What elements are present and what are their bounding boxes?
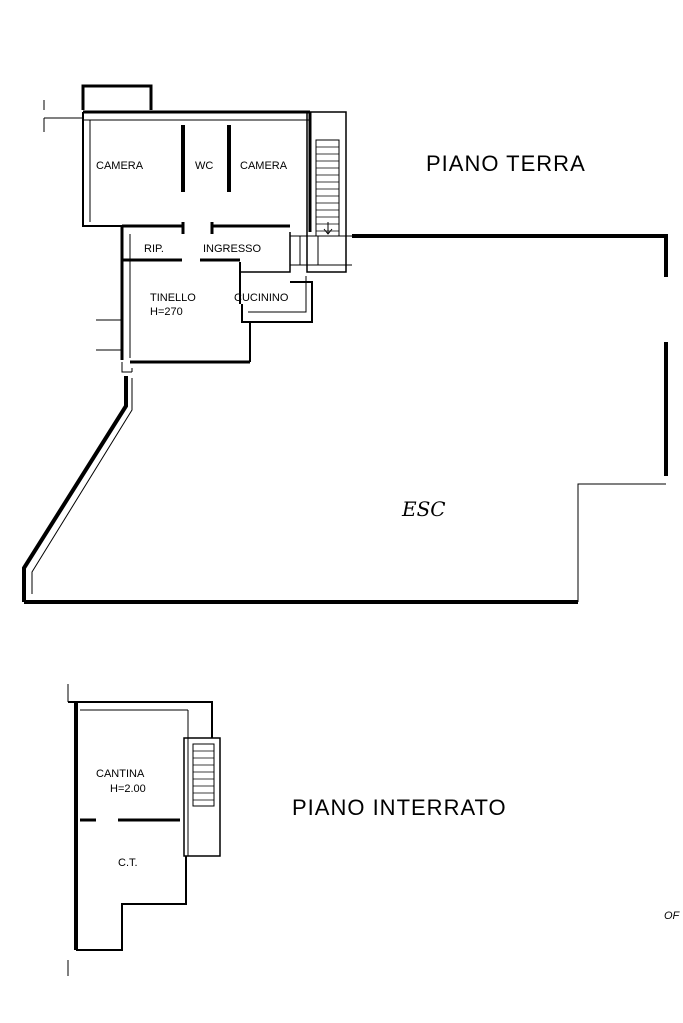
- room-label-tinello: TINELLO: [150, 292, 196, 304]
- basement-stair: [183, 737, 221, 857]
- basement-labels: CANTINA H=2.00 C.T. PIANO INTERRATO: [96, 768, 507, 869]
- esc-left-inner: [31, 378, 133, 594]
- room-label-ingresso: INGRESSO: [203, 243, 262, 255]
- room-height-tinello: H=270: [150, 306, 183, 318]
- room-height-cantina: H=2.00: [110, 783, 146, 795]
- kitchen-wall-inner: [248, 276, 307, 313]
- basement-stair-treads: [193, 750, 214, 801]
- floor-title-ground: PIANO TERRA: [426, 151, 586, 176]
- wc-door-marks: [181, 222, 214, 234]
- basement-stair-flight: [192, 743, 215, 807]
- junction-lines: [121, 362, 133, 373]
- stair-treads: [316, 146, 339, 232]
- basement-floor-plan: [67, 684, 221, 976]
- wall-stub: [43, 100, 83, 132]
- kitchen-wall: [239, 262, 313, 323]
- stair-landing: [290, 235, 352, 266]
- basement-bottom-wall: [76, 856, 187, 951]
- stair-arrow: [323, 222, 333, 235]
- ground-floor-plan: [22, 84, 668, 604]
- stairwell: [306, 111, 347, 273]
- room-label-ct: C.T.: [118, 857, 138, 869]
- wall-stub: [96, 319, 122, 351]
- room-label-wc: WC: [195, 160, 213, 172]
- room-label-camera: CAMERA: [96, 160, 144, 172]
- room-label-esc: ESC: [401, 497, 446, 521]
- floor-title-basement: PIANO INTERRATO: [292, 795, 507, 820]
- room-label-rip: RIP.: [144, 243, 164, 255]
- room-label-camera: CAMERA: [240, 160, 288, 172]
- esc-right-step: [577, 483, 666, 602]
- corner-text: OF: [664, 910, 681, 922]
- room-label-cantina: CANTINA: [96, 768, 145, 780]
- esc-left-diagonal: [22, 376, 128, 602]
- ground-floor-labels: CAMERA WC CAMERA RIP. INGRESSO TINELLO H…: [96, 151, 586, 521]
- basement-top-wall: [68, 701, 213, 738]
- left-wall: [82, 112, 122, 227]
- balcony-outline: [81, 84, 153, 110]
- room-label-cucinino: CUCININO: [234, 292, 289, 304]
- ingresso-right: [240, 232, 291, 273]
